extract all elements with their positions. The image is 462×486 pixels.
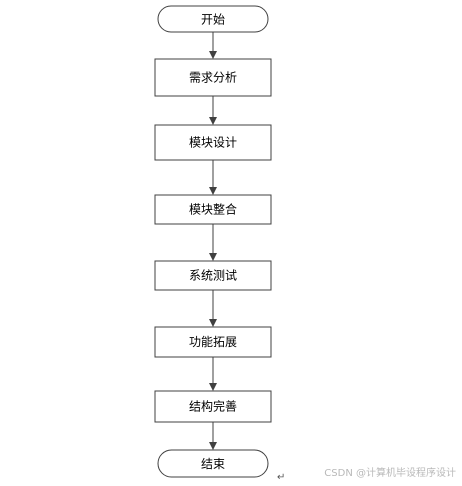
- process-label: 功能拓展: [189, 335, 237, 349]
- process-label: 模块整合: [189, 202, 237, 217]
- start-label: 开始: [201, 13, 225, 27]
- end-terminal: 结束: [157, 449, 269, 478]
- process-label: 需求分析: [189, 71, 237, 85]
- watermark-text: CSDN @计算机毕设程序设计: [324, 468, 456, 479]
- process-box-structure-refinement: 结构完善: [154, 390, 272, 423]
- process-box-system-testing: 系统测试: [154, 260, 272, 291]
- process-label: 系统测试: [189, 268, 237, 283]
- process-box-requirement-analysis: 需求分析: [154, 58, 272, 97]
- process-box-feature-expansion: 功能拓展: [154, 326, 272, 358]
- end-label: 结束: [201, 457, 225, 471]
- process-label: 模块设计: [189, 136, 237, 150]
- process-box-module-design: 模块设计: [154, 124, 272, 161]
- process-box-module-integration: 模块整合: [154, 194, 272, 225]
- process-label: 结构完善: [189, 399, 237, 414]
- start-terminal: 开始: [157, 5, 269, 33]
- paragraph-mark: ↵: [277, 472, 285, 483]
